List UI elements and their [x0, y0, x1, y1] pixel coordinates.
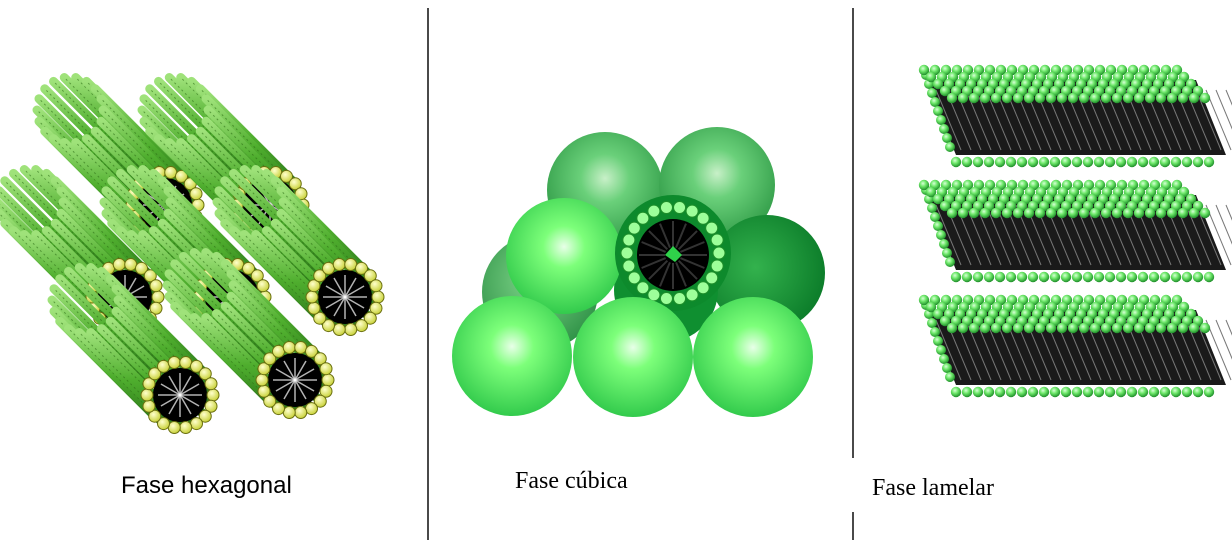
- front-sphere-center: [573, 297, 693, 417]
- lamellar-bilayer: [919, 295, 1232, 397]
- panel-divider-left: [427, 8, 429, 540]
- cubic-phase-panel: Fase cúbica: [430, 0, 850, 540]
- micelle-cross-section: [615, 195, 731, 311]
- panel-divider-right: [852, 8, 854, 458]
- front-sphere-right: [693, 297, 813, 417]
- hexagonal-phase-caption: Fase hexagonal: [121, 472, 292, 500]
- lamellar-phase-caption: Fase lamelar: [872, 475, 994, 502]
- middle-sphere-left: [506, 198, 622, 314]
- lamellar-phase-panel: Fase lamelar: [856, 0, 1232, 540]
- lamellar-bilayer: [919, 65, 1232, 167]
- cubic-phase-caption: Fase cúbica: [515, 468, 628, 495]
- lamellar-bilayer: [919, 180, 1232, 282]
- lamellar-phase-illustration: [856, 0, 1232, 480]
- cubic-phase-illustration: [430, 0, 850, 450]
- front-sphere-left: [452, 296, 572, 416]
- hexagonal-phase-illustration: [0, 0, 426, 450]
- panel-divider-right-stub: [852, 512, 854, 540]
- hexagonal-phase-panel: Fase hexagonal: [0, 0, 426, 540]
